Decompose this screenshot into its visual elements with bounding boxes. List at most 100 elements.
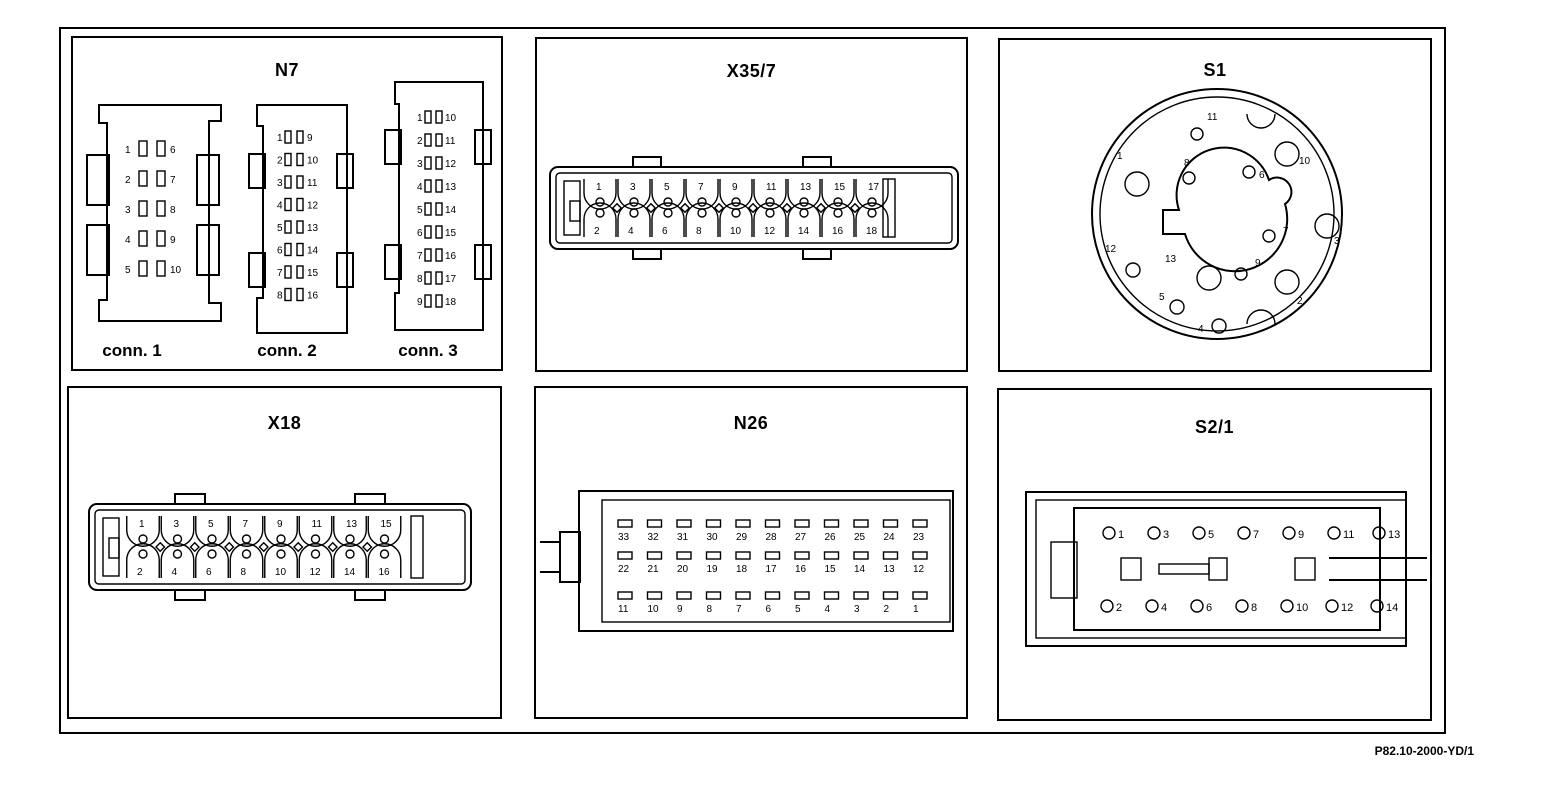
pin-slot — [435, 179, 443, 193]
pin-contact — [276, 534, 286, 544]
pin-label: 2 — [137, 567, 143, 578]
panel-title: X35/7 — [726, 61, 777, 81]
pin-label: 9 — [677, 604, 683, 615]
conn2-latch — [336, 153, 354, 189]
conn2-housing — [256, 104, 348, 334]
pin-label: 11 — [618, 604, 629, 615]
conn3-latch — [474, 244, 492, 280]
pin-label: 15 — [834, 182, 846, 193]
pin-slot — [296, 197, 304, 212]
pin-label: 8 — [170, 205, 176, 216]
pin-contact — [697, 197, 707, 207]
contact-diamond — [781, 202, 793, 214]
pin-label: 28 — [766, 532, 778, 543]
conn3-latch — [384, 129, 402, 165]
pin-label: 16 — [379, 567, 391, 578]
pin-label: 32 — [648, 532, 660, 543]
switch-contact — [1274, 269, 1300, 295]
pin-label: 21 — [648, 564, 660, 575]
pin-contact — [663, 197, 673, 207]
pin-label: 8 — [1251, 602, 1257, 614]
locking-tab — [354, 589, 386, 601]
pin-cavity — [367, 543, 402, 578]
switch-contact — [1182, 171, 1196, 185]
pin-label: 6 — [1206, 602, 1212, 614]
pin-label: 13 — [346, 519, 358, 530]
pin-slot — [823, 591, 840, 600]
switch-contact — [1235, 599, 1249, 613]
pin-label: 2 — [594, 226, 600, 237]
pin-label: 11 — [445, 136, 456, 147]
pin-label: 13 — [884, 564, 896, 575]
pin-label: 8 — [707, 604, 713, 615]
pin-label: 4 — [125, 235, 131, 246]
switch-contact — [1370, 599, 1384, 613]
pin-contact — [345, 549, 355, 559]
pin-contact — [138, 549, 148, 559]
pin-label: 12 — [307, 201, 319, 212]
switch-contact — [1372, 526, 1386, 540]
switch-contact — [1242, 165, 1256, 179]
pin-label: 1 — [1117, 151, 1123, 162]
pin-label: 17 — [445, 274, 457, 285]
pin-contact — [867, 197, 877, 207]
pin-slot — [138, 230, 148, 247]
switch-contact — [1314, 213, 1340, 239]
switch-contact — [1282, 526, 1296, 540]
connector-face — [601, 499, 951, 623]
pin-contact — [833, 197, 843, 207]
switch-housing — [1025, 491, 1407, 647]
pin-label: 10 — [1296, 602, 1308, 614]
pin-label: 10 — [1299, 156, 1311, 167]
switch-contact — [1211, 318, 1227, 334]
switch-contact — [1100, 599, 1114, 613]
pin-slot — [705, 551, 722, 560]
pin-label: 2 — [1297, 296, 1303, 307]
pin-cavity — [855, 202, 889, 237]
pin-label: 10 — [170, 265, 182, 276]
connector-end — [882, 178, 896, 238]
pin-label: 10 — [307, 156, 319, 167]
pin-label: 5 — [208, 519, 214, 530]
contact-diamond — [224, 541, 235, 553]
contact-diamond — [258, 541, 269, 553]
contact-diamond — [293, 541, 304, 553]
pin-label: 18 — [866, 226, 878, 237]
contact-diamond — [815, 202, 827, 214]
pin-contact — [731, 208, 741, 218]
contact-diamond — [849, 202, 861, 214]
pin-label: 8 — [1184, 158, 1190, 169]
switch-contact — [1237, 526, 1251, 540]
pin-slot — [435, 248, 443, 262]
pin-slot — [676, 591, 692, 600]
switch-contact — [1327, 526, 1341, 540]
pin-label: 4 — [417, 182, 423, 193]
pin-slot — [882, 591, 899, 600]
conn3-latch — [474, 129, 492, 165]
pin-contact — [663, 208, 673, 218]
switch-notch — [1246, 113, 1276, 129]
panel-title: N26 — [733, 413, 769, 433]
pin-cavity — [264, 543, 298, 578]
pin-label: 18 — [736, 564, 748, 575]
pin-cavity — [787, 202, 821, 237]
pin-label: 31 — [677, 532, 689, 543]
pin-label: 15 — [445, 228, 457, 239]
pin-slot — [823, 551, 840, 560]
pin-label: 11 — [307, 178, 318, 189]
pin-label: 30 — [707, 532, 719, 543]
contact-diamond — [189, 541, 200, 553]
pin-contact — [379, 549, 390, 559]
switch-contact — [1169, 299, 1185, 315]
pin-label: 29 — [736, 532, 748, 543]
pin-label: 7 — [1253, 529, 1259, 541]
pin-contact — [595, 208, 605, 218]
switch-rail — [1158, 563, 1210, 575]
pin-cavity — [333, 543, 367, 578]
pin-slot — [823, 519, 840, 528]
pin-label: 19 — [707, 564, 719, 575]
diagram-frame — [59, 27, 1446, 734]
pin-slot — [138, 200, 148, 217]
pin-label: 16 — [832, 226, 844, 237]
